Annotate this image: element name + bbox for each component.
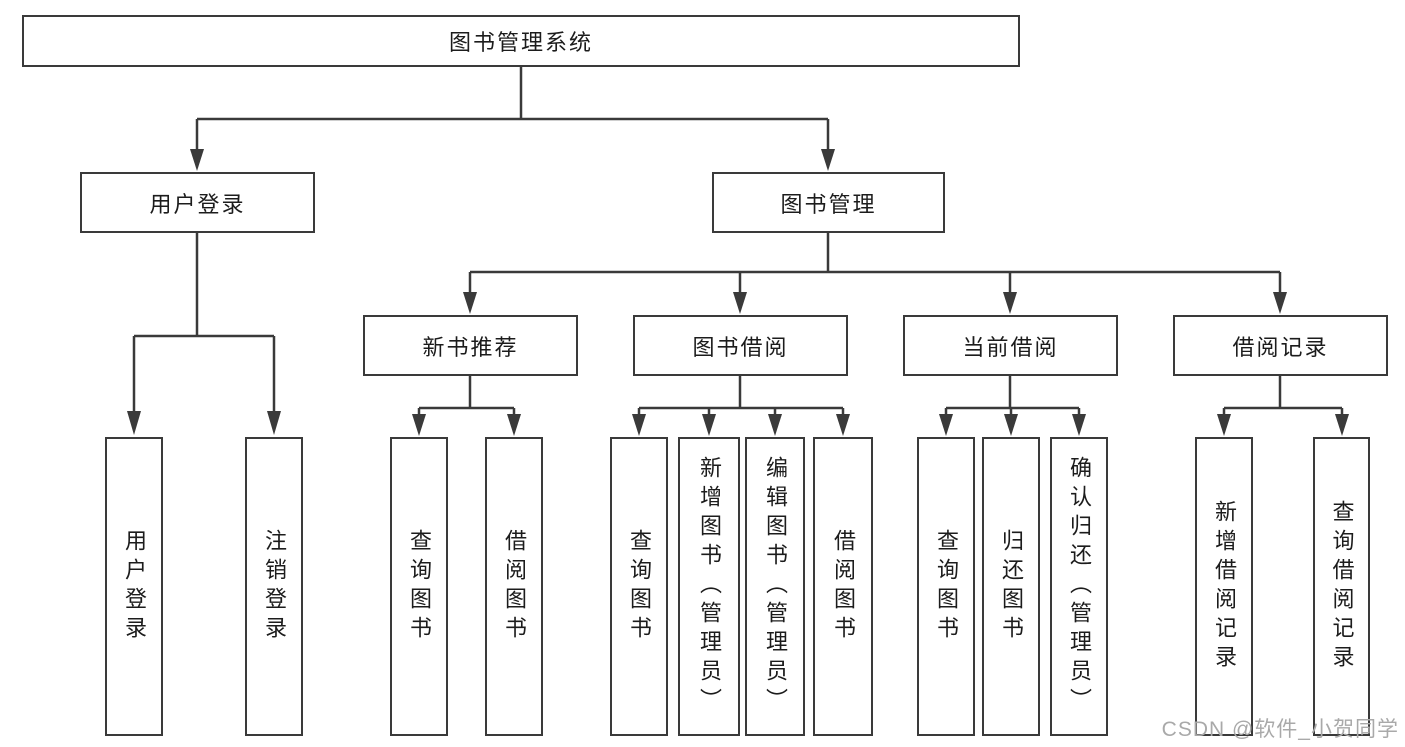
node-label: 当前借阅 — [962, 334, 1059, 360]
node-label: 注销登录 — [262, 528, 287, 645]
node-user-login: 用户登录 — [80, 172, 315, 233]
node-label: 新增借阅记录 — [1212, 499, 1237, 674]
node-label: 借阅图书 — [831, 528, 856, 645]
leaf-query-books-borrowing: 查询图书 — [610, 437, 668, 736]
node-label: 新增图书（管理员） — [697, 456, 722, 717]
node-label: 编辑图书（管理员） — [763, 456, 788, 717]
leaf-logout: 注销登录 — [245, 437, 303, 736]
leaf-confirm-return-admin: 确认归还（管理员） — [1050, 437, 1108, 736]
node-book-management: 图书管理 — [712, 172, 945, 233]
node-label: 用户登录 — [122, 528, 147, 645]
node-new-book-recommend: 新书推荐 — [363, 315, 578, 376]
node-current-borrowing: 当前借阅 — [903, 315, 1118, 376]
leaf-return-books: 归还图书 — [982, 437, 1040, 736]
leaf-add-book-admin: 新增图书（管理员） — [678, 437, 740, 736]
node-label: 查询借阅记录 — [1329, 499, 1355, 674]
leaf-query-books-current: 查询图书 — [917, 437, 975, 736]
leaf-add-borrow-record: 新增借阅记录 — [1195, 437, 1253, 736]
node-label: 图书管理系统 — [448, 30, 593, 55]
node-label: 确认归还（管理员） — [1067, 456, 1092, 717]
node-borrowing-records: 借阅记录 — [1173, 315, 1388, 376]
leaf-edit-book-admin: 编辑图书（管理员） — [745, 437, 805, 736]
node-label: 借阅图书 — [502, 528, 527, 645]
leaf-borrow-books-borrowing: 借阅图书 — [813, 437, 873, 736]
node-label: 查询图书 — [627, 528, 652, 645]
node-label: 借阅记录 — [1232, 334, 1329, 360]
node-label: 图书管理 — [780, 191, 877, 217]
csdn-watermark: CSDN @软件_小贺同学 — [1161, 718, 1399, 741]
leaf-borrow-books-recommend: 借阅图书 — [485, 437, 543, 736]
node-book-borrowing: 图书借阅 — [633, 315, 848, 376]
node-label: 图书借阅 — [692, 334, 789, 360]
node-label: 用户登录 — [149, 191, 246, 217]
leaf-user-login: 用户登录 — [105, 437, 163, 736]
node-library-management-system: 图书管理系统 — [22, 15, 1020, 67]
leaf-query-books-recommend: 查询图书 — [390, 437, 448, 736]
node-label: 查询图书 — [934, 528, 959, 645]
node-label: 新书推荐 — [422, 334, 519, 360]
node-label: 归还图书 — [999, 528, 1024, 645]
arrowheads — [127, 149, 1349, 436]
node-label: 查询图书 — [407, 528, 432, 645]
leaf-query-borrow-record: 查询借阅记录 — [1313, 437, 1370, 736]
